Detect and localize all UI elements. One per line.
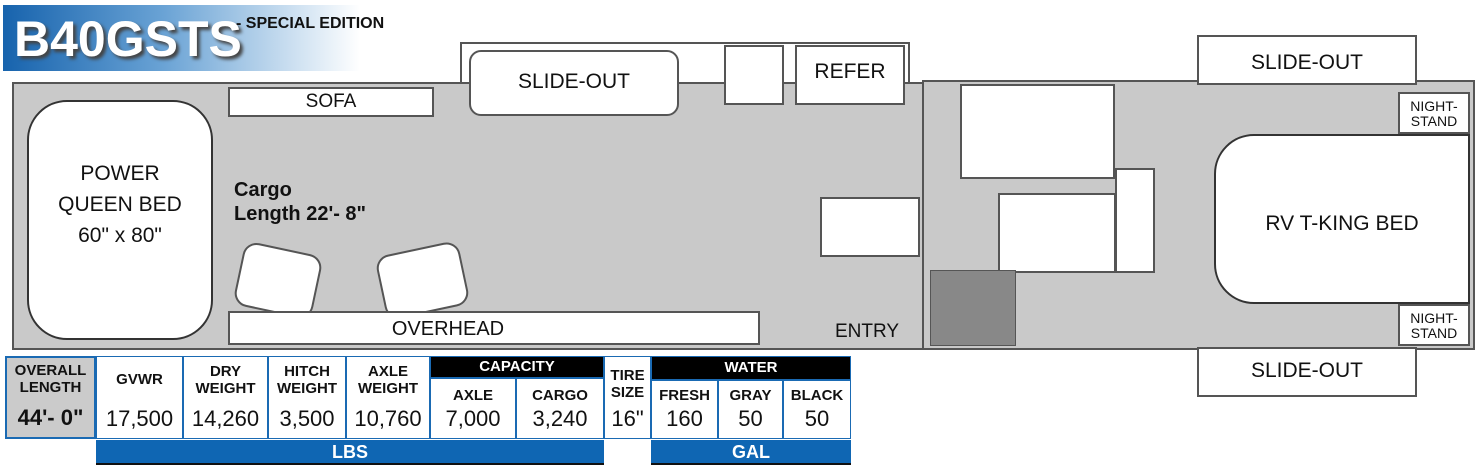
slide-out-right-top: [1197, 35, 1417, 85]
spec-label: GRAY: [729, 387, 772, 404]
nightstand-label: NIGHT-: [1410, 310, 1458, 326]
water-header: WATER: [651, 356, 851, 380]
cargo-label: Cargo: [234, 179, 292, 201]
slide-out-label: SLIDE-OUT: [1250, 51, 1363, 74]
spec-label: DRY: [209, 363, 242, 380]
gvwr-value: 17,500: [105, 406, 174, 431]
refrigerator: [795, 45, 905, 105]
gray-cell: GRAY 50: [718, 380, 783, 439]
nightstand-label: STAND: [1410, 113, 1458, 129]
entry-label: ENTRY: [835, 321, 900, 342]
king-bed: [1214, 134, 1470, 304]
spec-label: LENGTH: [19, 379, 82, 396]
king-bed-label: RV T-KING BED: [1265, 212, 1419, 235]
nightstand-bottom: [1398, 304, 1470, 346]
capacity-axle-cell: AXLE 7,000: [430, 378, 516, 439]
tire-size-value: 16": [611, 406, 644, 431]
spec-label: SIZE: [610, 384, 645, 401]
dry-weight-value: 14,260: [191, 406, 260, 431]
overall-length-value: 44'- 0": [17, 405, 84, 430]
gray-value: 50: [738, 406, 763, 431]
capacity-cargo-cell: CARGO 3,240: [516, 378, 604, 439]
cargo-length: Length 22'- 8": [234, 203, 367, 225]
spec-label: AXLE: [367, 363, 408, 380]
black-value: 50: [804, 406, 830, 431]
capacity-axle-value: 7,000: [445, 406, 501, 431]
sofa-label: SOFA: [305, 91, 357, 112]
spec-label: AXLE: [452, 387, 493, 404]
lbs-unit-bar: LBS: [96, 440, 604, 465]
slide-out-right-bottom: [1197, 347, 1417, 397]
entry-steps: [930, 270, 1016, 346]
spec-label: TIRE: [610, 367, 645, 384]
black-cell: BLACK 50: [783, 380, 851, 439]
spec-label: WEIGHT: [358, 380, 418, 397]
slide-out-label: SLIDE-OUT: [1250, 359, 1363, 382]
bed-label-line: 60" x 80": [78, 224, 162, 247]
nightstand-label: NIGHT-: [1410, 98, 1458, 114]
closet: [960, 84, 1115, 179]
bed-label-line: QUEEN BED: [58, 193, 182, 216]
capacity-cargo-value: 3,240: [532, 406, 588, 431]
spec-label: WEIGHT: [277, 380, 337, 397]
gal-unit-bar: GAL: [651, 440, 851, 465]
overhead-cabinet: [228, 311, 760, 345]
hitch-weight-value: 3,500: [279, 406, 335, 431]
power-queen-bed: [27, 100, 213, 340]
nightstand-label: STAND: [1410, 325, 1458, 341]
stove-icon: [724, 45, 784, 105]
slide-out-label: SLIDE-OUT: [517, 70, 630, 93]
fresh-cell: FRESH 160: [651, 380, 718, 439]
capacity-header: CAPACITY: [430, 356, 604, 378]
model-name: B40GSTS: [14, 11, 242, 67]
refer-label: REFER: [814, 60, 886, 83]
overhead-label: OVERHEAD: [391, 318, 505, 340]
spec-label: CARGO: [532, 387, 588, 404]
toilet-icon: [998, 193, 1116, 273]
dinette-slide: [469, 50, 679, 116]
sofa: [228, 87, 434, 117]
edition-label: - SPECIAL EDITION: [236, 15, 385, 32]
nightstand-top: [1398, 92, 1470, 134]
kitchen-sink-icon: [820, 197, 920, 257]
title-banner: [3, 5, 360, 71]
spec-label: FRESH: [659, 387, 710, 404]
axle-weight-value: 10,760: [354, 406, 422, 431]
gvwr-cell: GVWR 17,500: [96, 356, 183, 439]
spec-label: WEIGHT: [195, 380, 256, 397]
spec-label: GVWR: [116, 371, 163, 388]
bed-label-line: POWER: [80, 162, 160, 185]
fresh-value: 160: [666, 406, 703, 431]
spec-label: OVERALL: [14, 362, 87, 379]
spec-label: BLACK: [790, 387, 844, 404]
bath-sink-icon: [1115, 168, 1155, 273]
spec-label: HITCH: [284, 363, 330, 380]
